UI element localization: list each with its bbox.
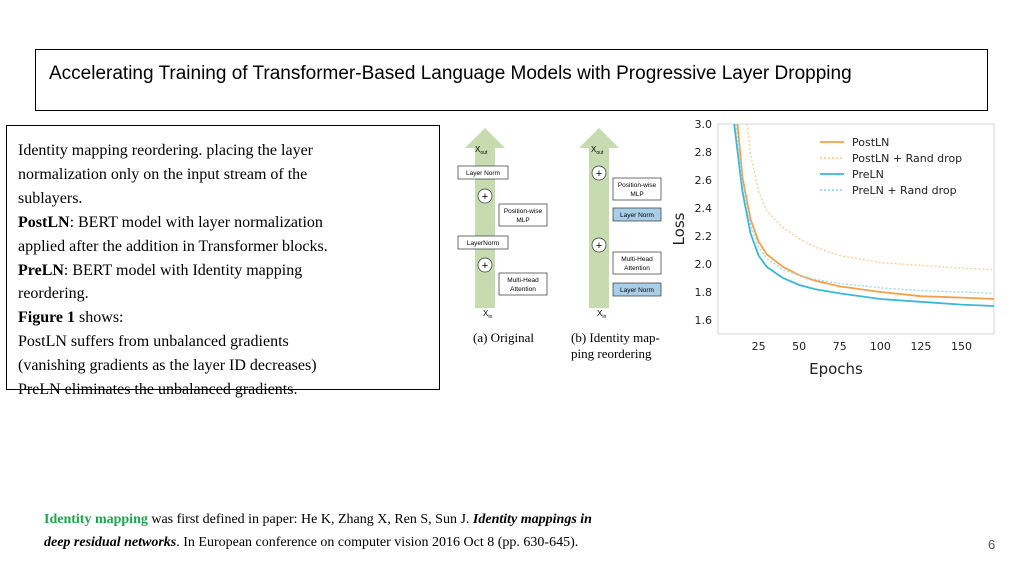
series-line-preln [733,124,994,307]
y-axis-label: Loss [670,212,688,245]
legend-label: PostLN + Rand drop [852,152,962,165]
description-box: Identity mapping reordering. placing the… [6,125,440,398]
caption-reordered-2: ping reordering [571,346,652,361]
attention-box-a-label-2: Attention [510,286,536,293]
attention-box-b [612,251,662,275]
add-node-a-bottom-plus: + [482,260,488,272]
x-in-label-b: Xin [597,309,606,320]
mlp-box-a [498,203,548,227]
figure-term: Figure 1 [18,309,76,327]
preln-term: PreLN [18,261,64,279]
original-diagram: Xout Layer Norm + Position-wise MLP Laye… [457,128,548,345]
x-tick-label: 50 [792,340,806,353]
preln-definition: PreLN: BERT model with Identity mapping [18,259,429,283]
finding-line-1: PostLN suffers from unbalanced gradients [18,333,289,351]
finding-line-3: PreLN eliminates the unbalanced gradient… [18,381,298,399]
y-tick-label: 1.8 [695,286,713,299]
postln-definition: PostLN: BERT model with layer normalizat… [18,211,429,235]
attention-box-a [498,272,548,296]
footnote-text-2: . In European conference on computer vis… [176,535,579,550]
y-tick-label: 1.6 [695,314,713,327]
x-tick-label: 125 [910,340,931,353]
layer-norm-mid-a-label: LayerNorm [467,240,499,247]
footnote-line-1: Identity mapping was first defined in pa… [44,508,592,531]
footnote-term: Identity mapping [44,512,148,527]
mlp-box-a-label-1: Position-wise [504,208,543,215]
footnote-paper-title-1: Identity mappings in [472,512,592,527]
y-tick-label: 2.2 [695,230,713,243]
x-out-label-a: Xout [475,145,488,156]
loss-chart: 1.6 1.8 2.0 2.2 2.4 2.6 2.8 3.0 25 50 75 100 125 150E… [670,118,995,378]
attention-box-b-label-1: Multi-Head [621,256,653,263]
description-line-2: normalization only on the input stream o… [18,165,308,183]
x-tick-label: 25 [752,340,766,353]
legend-label: PostLN [852,136,889,149]
description-line-1: Identity mapping reordering. placing the… [18,142,314,159]
layer-norm-top-a [457,165,509,180]
x-tick-label: 75 [833,340,847,353]
add-node-b-bottom [591,237,607,253]
add-node-a-top [477,188,493,204]
mlp-box-b [612,177,662,201]
attention-box-b-label-2: Attention [624,265,650,272]
footnote-line-2: deep residual networks. In European conf… [44,531,592,554]
plot-area [717,123,995,335]
y-tick-label: 3.0 [695,118,713,131]
y-tick-label: 2.6 [695,174,713,187]
x-tick-label: 100 [870,340,891,353]
attention-box-a-label-1: Multi-Head [507,277,539,284]
x-in-label-a: Xin [483,309,492,320]
add-node-a-top-plus: + [482,191,488,203]
x-out-label-b: Xout [591,145,604,156]
add-node-a-bottom [477,257,493,273]
postln-definition-1: : BERT model with layer normalization [69,213,323,231]
layer-norm-mid-a [457,235,509,250]
add-node-b-top [591,165,607,181]
x-axis-label: Epochs [809,360,863,378]
y-tick-label: 2.8 [695,146,713,159]
mlp-box-b-label-2: MLP [630,191,643,198]
caption-reordered-1: (b) Identity map- [571,330,660,345]
layer-norm-b-1-label: Layer Norm [620,212,654,219]
footnote: Identity mapping was first defined in pa… [44,508,592,554]
add-node-b-bottom-plus: + [596,240,602,252]
add-node-b-top-plus: + [596,168,602,180]
legend-label: PreLN [852,168,884,181]
preln-definition-1: : BERT model with Identity mapping [63,261,303,279]
figure-rest: shows: [75,309,124,327]
reordered-diagram: Xout + Position-wise MLP Layer Norm + Mu… [571,128,662,361]
footnote-text-1: was first defined in paper: He K, Zhang … [147,512,473,527]
y-tick-label: 2.0 [695,258,713,271]
layer-norm-b-2 [612,282,662,297]
y-tick-label: 2.4 [695,202,713,215]
layer-norm-b-2-label: Layer Norm [620,287,654,294]
x-tick-label: 150 [951,340,972,353]
slide-title: Accelerating Training of Transformer-Bas… [49,63,852,84]
page-number: 6 [988,537,996,552]
postln-definition-2: applied after the addition in Transforme… [18,237,328,255]
description-line-3: sublayers. [18,189,83,207]
series-line-preln-rand-drop [735,124,994,295]
mlp-box-a-label-2: MLP [516,217,529,224]
mlp-box-b-label-1: Position-wise [618,182,657,189]
postln-term: PostLN [18,213,70,231]
caption-original: (a) Original [473,330,534,345]
series-line-postln-rand-drop [746,124,994,271]
residual-stream-b [579,128,619,308]
architecture-diagram: Xout Layer Norm + Position-wise MLP Laye… [457,128,662,361]
layer-norm-top-a-label: Layer Norm [466,170,500,177]
footnote-paper-title-2: deep residual networks [44,535,177,550]
layer-norm-b-1 [612,207,662,222]
preln-definition-2: reordering. [18,285,89,303]
title-box: Accelerating Training of Transformer-Bas… [35,49,988,111]
legend-label: PreLN + Rand drop [852,184,957,197]
figure-reference: Figure 1 shows: [18,306,429,330]
finding-line-2: (vanishing gradients as the layer ID dec… [18,357,317,375]
